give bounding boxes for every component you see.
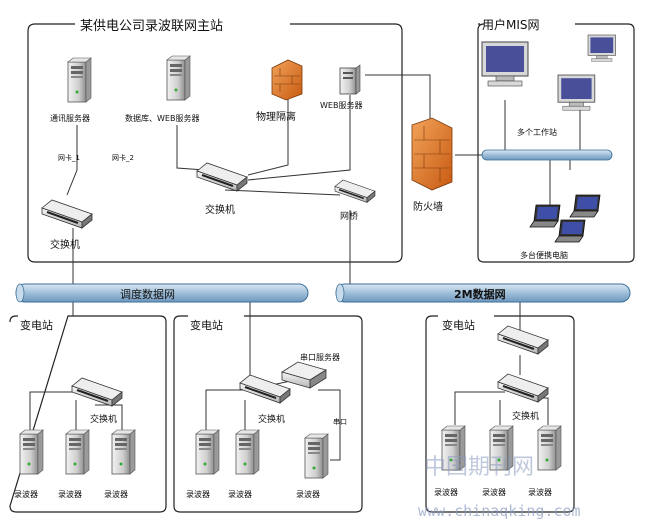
substation-2-switch-label: 交换机 [258, 413, 285, 425]
bridge-label: 网桥 [340, 210, 358, 222]
substation-1-recorder-1-icon [19, 429, 44, 475]
workstation-2-icon [587, 34, 616, 62]
substation-3-switch-label: 交换机 [512, 410, 539, 422]
laptop-1-icon [569, 194, 601, 218]
serial-server-label: 串口服务器 [300, 352, 340, 362]
phys-isolation-firewall-icon [271, 59, 303, 101]
phys-isolation-label: 物理隔离 [256, 110, 296, 123]
substation-3-frame [425, 315, 575, 513]
substation-2-recorder-1-icon [195, 429, 220, 475]
left-switch-label: 交换机 [50, 238, 80, 251]
web-server-icon [339, 64, 361, 95]
substation-2-recorder-2-icon [235, 429, 260, 475]
substation-1-recorder-2-label: 录波器 [58, 489, 82, 499]
substation-2-recorder-3-label: 录波器 [296, 489, 320, 499]
substation-3-recorder-3-label: 录波器 [528, 487, 552, 497]
workstations-label: 多个工作站 [517, 127, 557, 137]
db-web-server-icon [166, 55, 191, 101]
substation-1-recorder-2-icon [65, 429, 90, 475]
substation-2-recorder-3-icon [304, 433, 329, 479]
main-station-title: 某供电公司录波联网主站 [80, 19, 223, 34]
serial-port-label: 串口 [333, 418, 347, 426]
laptop-2-icon [529, 204, 561, 228]
substation-3-title: 变电站 [442, 318, 475, 332]
2m-network-label: 2M数据网 [454, 287, 506, 301]
substation-1-recorder-1-label: 录波器 [14, 489, 38, 499]
web-server-label: WEB服务器 [320, 100, 362, 110]
mis-frame [477, 23, 635, 263]
substation-2-recorder-2-label: 录波器 [228, 489, 252, 499]
workstation-3-icon [557, 74, 596, 111]
port1-label: 网卡_1 [58, 153, 80, 162]
dispatch-network-bus [15, 283, 309, 303]
main-station-frame [27, 23, 403, 263]
watermark-url: www.chinaqking.com [418, 502, 581, 520]
comm-server-label: 通讯服务器 [50, 113, 90, 123]
substation-2-frame [173, 315, 363, 513]
firewall-icon [411, 117, 453, 191]
center-switch-icon [196, 162, 248, 192]
dispatch-network-label: 调度数据网 [120, 287, 175, 301]
db-web-server-label: 数据库、WEB服务器 [125, 113, 199, 123]
substation-3-recorder-3-icon [537, 425, 562, 471]
substation-1-switch-icon [71, 377, 123, 407]
substation-3-switch-icon [497, 373, 549, 403]
network-wires [29, 74, 581, 461]
substation-3-upper-switch-icon [497, 325, 549, 355]
port2-label: 网卡_2 [112, 153, 134, 162]
substation-3-recorder-1-label: 录波器 [434, 487, 458, 497]
bridge-icon [334, 179, 376, 204]
center-switch-label: 交换机 [205, 203, 235, 216]
substation-1-recorder-3-label: 录波器 [104, 489, 128, 499]
workstation-1-icon [481, 41, 529, 87]
firewall-label: 防火墙 [413, 200, 443, 213]
substation-1-title: 变电站 [20, 318, 53, 332]
substation-1-recorder-3-icon [111, 429, 136, 475]
watermark-cn: 中国期刊网 [424, 455, 534, 480]
substation-1-switch-label: 交换机 [90, 413, 117, 425]
laptops-label: 多台便携电脑 [520, 250, 568, 260]
substation-3-recorder-2-label: 录波器 [482, 487, 506, 497]
substation-1-frame [9, 315, 167, 513]
substation-2-title: 变电站 [190, 318, 223, 332]
substation-2-recorder-1-label: 录波器 [186, 489, 210, 499]
comm-server-icon [67, 57, 92, 103]
serial-server-icon [281, 361, 327, 389]
2m-network-bus [335, 283, 631, 303]
mis-bus [481, 149, 613, 161]
mis-title: 用户MIS网 [482, 17, 540, 32]
left-switch-icon [41, 199, 93, 229]
laptop-3-icon [554, 219, 586, 243]
